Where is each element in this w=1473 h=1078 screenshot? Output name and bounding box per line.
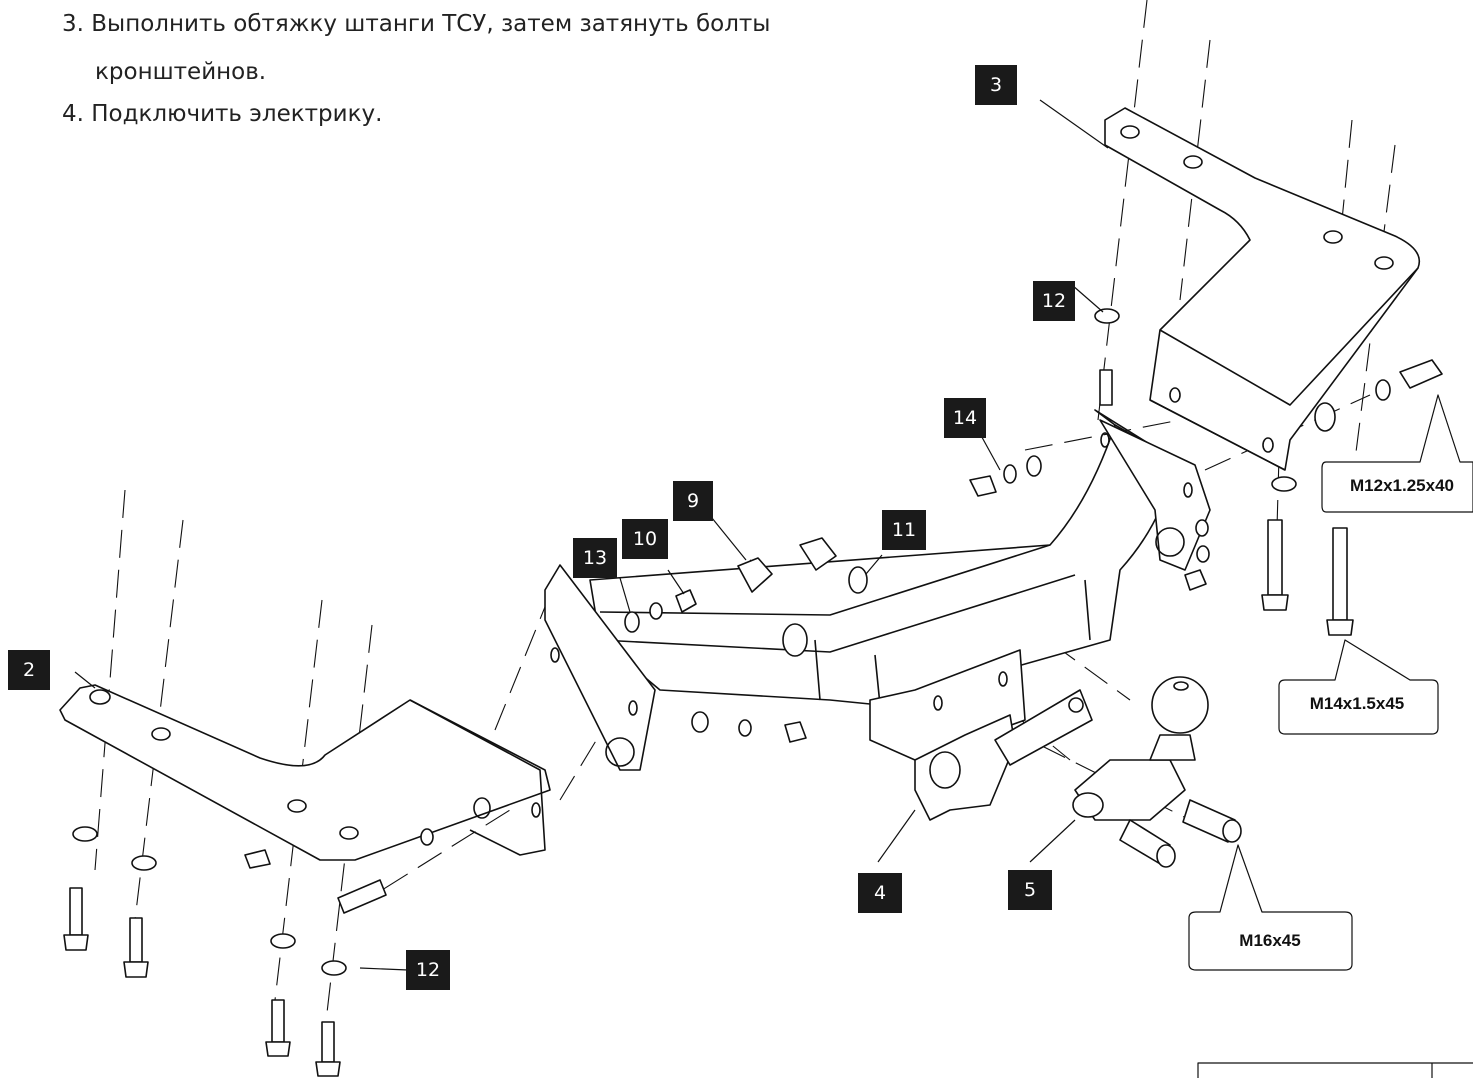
callout-5: 5 — [1008, 870, 1052, 910]
callout-14: 14 — [944, 398, 986, 438]
callout-3: 3 — [975, 65, 1017, 105]
instruction-step-3: 3. Выполнить обтяжку штанги ТСУ, затем з… — [62, 11, 771, 37]
spec-label-m16: M16x45 — [1239, 931, 1301, 950]
callout-10: 10 — [622, 519, 668, 559]
spec-label-m14: M14x1.5x45 — [1309, 694, 1405, 713]
callout-2: 2 — [8, 650, 50, 690]
callout-12-top: 12 — [1033, 281, 1075, 321]
callout-12-bottom: 12 — [406, 950, 450, 990]
callout-13: 13 — [573, 538, 617, 578]
spec-label-m12: M12x1.25x40 — [1350, 476, 1454, 495]
instruction-step-4: 4. Подключить электрику. — [62, 101, 383, 127]
callout-9: 9 — [673, 481, 713, 521]
instruction-step-3-continued: кронштейнов. — [95, 59, 267, 85]
callout-4: 4 — [858, 873, 902, 913]
callout-11: 11 — [882, 510, 926, 550]
